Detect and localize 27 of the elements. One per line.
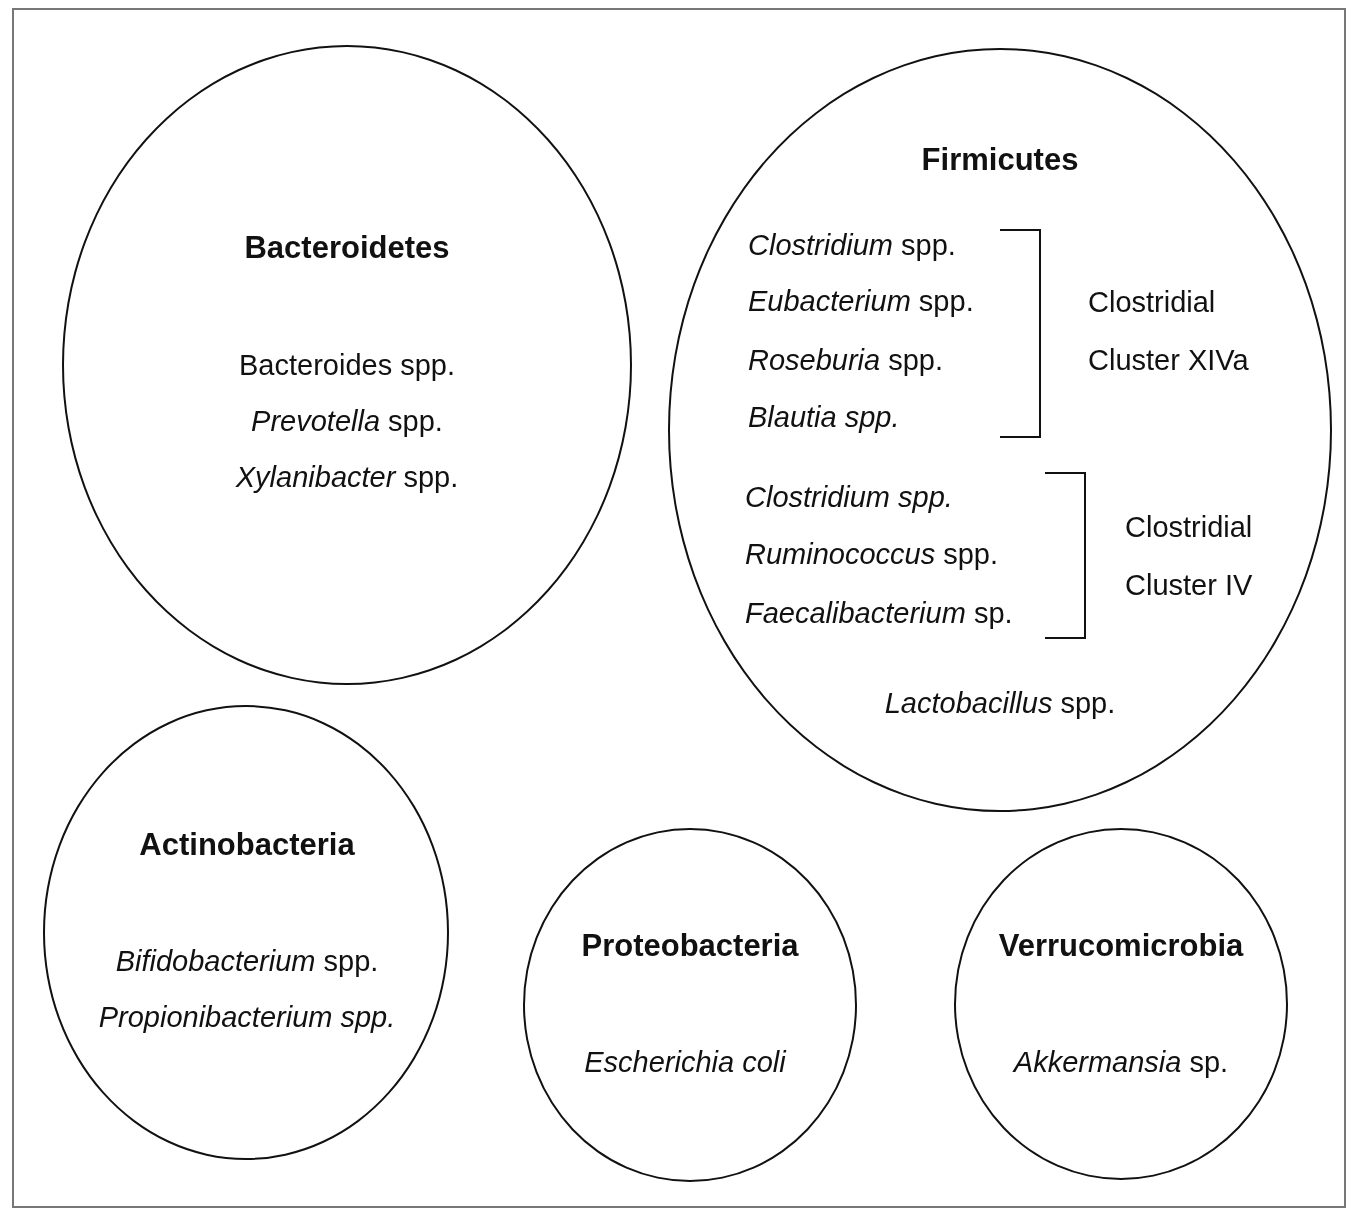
genus-name: Xylanibacter spp. xyxy=(235,460,459,494)
genus-name: Escherichia coli xyxy=(584,1045,786,1079)
genus-name: Clostridium spp. xyxy=(748,228,956,262)
genus-name: Prevotella spp. xyxy=(251,404,443,438)
phylum-heading: Actinobacteria xyxy=(139,828,355,862)
phylum-heading: Verrucomicrobia xyxy=(998,929,1244,963)
genus-name: Roseburia spp. xyxy=(748,343,944,377)
phylum-heading: Bacteroidetes xyxy=(244,231,450,265)
circle xyxy=(668,48,1332,812)
genus-name: Faecalibacterium sp. xyxy=(745,596,1013,630)
genus-name: Blautia spp. xyxy=(748,400,900,434)
genus-name: Eubacterium spp. xyxy=(748,284,974,318)
genus-name: Bacteroides spp. xyxy=(239,348,455,382)
phylum-heading: Firmicutes xyxy=(921,143,1079,177)
genus-name: Bifidobacterium spp. xyxy=(115,944,379,978)
genus-name: Lactobacillus spp. xyxy=(884,686,1116,720)
genus-name: Akkermansia sp. xyxy=(1013,1045,1229,1079)
cluster-label: Clostridial Cluster XIVa xyxy=(1088,285,1250,378)
genus-name: Clostridium spp. xyxy=(745,480,953,514)
circle xyxy=(523,828,857,1182)
cluster-label: Clostridial Cluster IV xyxy=(1125,510,1254,603)
circle xyxy=(62,45,632,685)
genus-name: Propionibacterium spp. xyxy=(98,1000,396,1034)
genus-name: Ruminococcus spp. xyxy=(745,537,999,571)
phylum-heading: Proteobacteria xyxy=(581,929,799,963)
circle xyxy=(43,705,449,1160)
circle xyxy=(954,828,1288,1180)
